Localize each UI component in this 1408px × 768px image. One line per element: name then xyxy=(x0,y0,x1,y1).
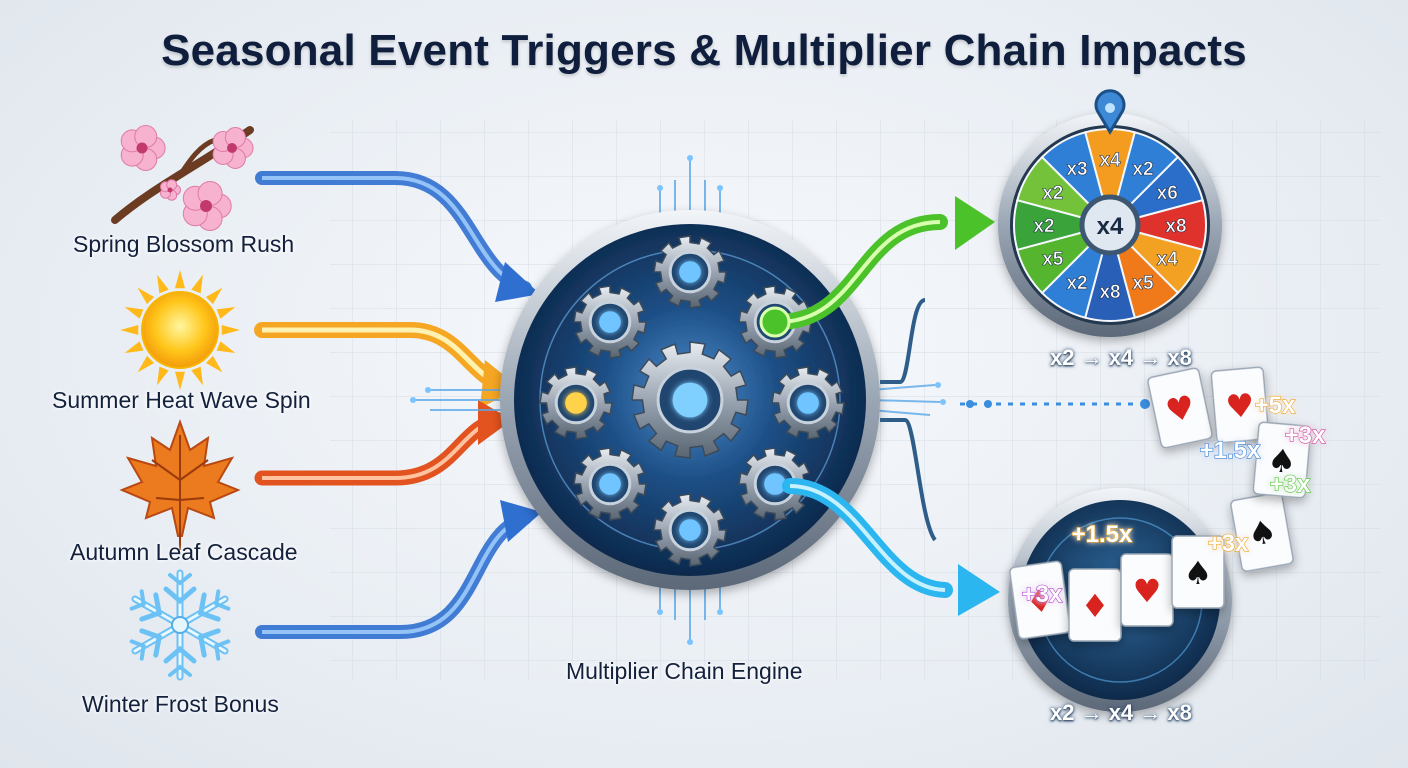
wheel-segment-label: x2 xyxy=(1042,183,1063,204)
wheel-chain-text: x2 → x4 → x8 xyxy=(1050,345,1192,370)
sun-ray xyxy=(205,355,223,373)
flow-arrow-autumn xyxy=(254,400,512,486)
gear-right-icon xyxy=(771,366,845,440)
sun-ray xyxy=(175,270,185,289)
wheel-segment-label: x2 xyxy=(1132,159,1153,180)
circuit-nodes xyxy=(410,155,946,645)
multiplier-badges: +1.5x +3x +3x +1.5x +5x +3x +3x xyxy=(1021,391,1327,608)
playing-card: ♥ xyxy=(1210,366,1270,444)
playing-card: ♦ xyxy=(1068,568,1122,642)
wheel-segment-label: x6 xyxy=(1157,183,1178,204)
playing-card: ♥ xyxy=(1147,367,1213,449)
card-suit-icon: ♦ xyxy=(1023,580,1057,622)
wheel-segment-label: x4 xyxy=(1157,249,1179,270)
playing-card: ♠ xyxy=(1230,492,1294,572)
gear-left-icon xyxy=(539,366,613,440)
blossom-flower xyxy=(160,179,181,201)
sun-ray xyxy=(216,341,236,353)
sun-ray xyxy=(221,325,240,335)
event-label-winter: Winter Frost Bonus xyxy=(82,691,279,717)
engine-label: Multiplier Chain Engine xyxy=(566,658,803,684)
flow-arrow-spring xyxy=(255,171,540,302)
blossom-flower xyxy=(182,180,232,232)
sun-ray xyxy=(137,355,155,373)
wheel-segment-label: x5 xyxy=(1042,249,1064,270)
wheel-segment-label: x3 xyxy=(1066,159,1087,180)
sun-ray xyxy=(157,366,169,386)
circuit-traces xyxy=(415,160,941,640)
sun-ray xyxy=(216,307,236,319)
sun-ray xyxy=(205,287,223,305)
flow-connector-right xyxy=(880,298,1150,542)
multiplier-badge: +3x xyxy=(1208,530,1249,557)
flow-arrow-summer xyxy=(254,322,520,408)
wheel-pointer-icon xyxy=(1094,89,1126,135)
multiplier-badge: +1.5x xyxy=(1200,437,1261,464)
gear-upper-left-icon xyxy=(573,285,647,359)
gear-top-icon xyxy=(653,235,727,309)
multiplier-badge: +3x xyxy=(1022,581,1063,608)
multiplier-badge: +3x xyxy=(1285,422,1326,449)
flow-arrow-winter xyxy=(255,500,542,639)
multiplier-badge: +1.5x xyxy=(1072,521,1133,548)
maple-leaf-icon xyxy=(119,419,241,550)
cards-chain-text: x2 → x4 → x8 xyxy=(1050,700,1192,725)
wheel-segment-label: x8 xyxy=(1165,216,1186,237)
sun-ray xyxy=(124,307,144,319)
snowflake-icon xyxy=(129,569,231,681)
gear-bottom-icon xyxy=(653,493,727,567)
event-label-summer: Summer Heat Wave Spin xyxy=(52,387,311,413)
wheel-segment-label: x5 xyxy=(1132,273,1154,294)
flow-arrow-to-wheel xyxy=(759,196,995,338)
playing-card: ♠ xyxy=(1171,535,1225,609)
cherry-blossom-icon xyxy=(111,124,254,232)
event-label-spring: Spring Blossom Rush xyxy=(73,231,295,257)
sun-ray xyxy=(175,371,185,390)
gear-lower-right-icon xyxy=(738,447,812,521)
sun-ray xyxy=(191,274,203,294)
wheel-segment-label: x2 xyxy=(1066,273,1087,294)
gear-lower-left-icon xyxy=(573,447,647,521)
playing-cards: ♦♦♥♠♠♥♥♠ xyxy=(1009,366,1312,642)
card-suit-icon: ♠ xyxy=(1184,554,1213,592)
card-suit-icon: ♥ xyxy=(1133,572,1162,610)
blossom-flower xyxy=(212,127,254,169)
sun-ray xyxy=(191,366,203,386)
sun-ray xyxy=(137,287,155,305)
page-title: Seasonal Event Triggers & Multiplier Cha… xyxy=(161,26,1247,75)
playing-card: ♠ xyxy=(1252,421,1312,499)
wheel-segment-label: x4 xyxy=(1099,150,1121,171)
playing-card: ♦ xyxy=(1009,560,1071,640)
multiplier-badge: +5x xyxy=(1255,392,1296,419)
wheel-segment-label: x2 xyxy=(1033,216,1054,237)
playing-card: ♥ xyxy=(1120,553,1174,627)
wheel-center-value: x4 xyxy=(1097,213,1124,240)
wheel-segment-label: x8 xyxy=(1099,282,1120,303)
card-suit-icon: ♦ xyxy=(1081,587,1110,625)
blossom-flower xyxy=(120,124,166,172)
flow-arrow-to-cards xyxy=(782,478,1000,616)
card-suit-icon: ♥ xyxy=(1224,386,1256,426)
sun-icon xyxy=(120,270,240,390)
card-suit-icon: ♠ xyxy=(1266,441,1298,481)
multiplier-badge: +3x xyxy=(1270,471,1311,498)
gear-center-icon xyxy=(631,341,749,459)
sun-ray xyxy=(120,325,139,335)
card-suit-icon: ♠ xyxy=(1245,512,1280,554)
event-label-autumn: Autumn Leaf Cascade xyxy=(70,539,298,565)
sun-ray xyxy=(124,341,144,353)
engine-gears xyxy=(539,235,845,567)
sun-ray xyxy=(157,274,169,294)
